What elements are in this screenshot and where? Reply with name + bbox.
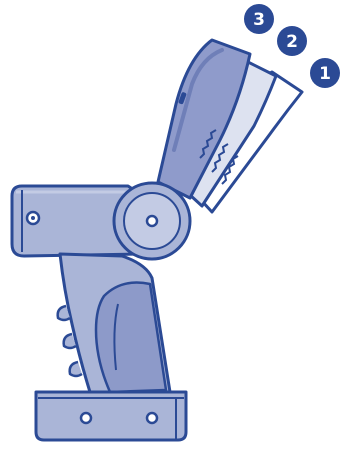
position-badge-1-label: 1 — [319, 64, 331, 84]
barrel-screw-center — [31, 216, 35, 220]
tool-handle — [58, 254, 170, 392]
battery-screw-left — [81, 413, 91, 423]
position-badge-2: 2 — [277, 26, 307, 56]
position-badge-1: 1 — [310, 58, 340, 88]
position-badge-3: 3 — [244, 4, 274, 34]
pivot-screw — [147, 216, 157, 226]
battery-shape — [36, 392, 186, 440]
pivot-joint — [114, 183, 190, 259]
finger-groove-3 — [70, 362, 82, 376]
position-badge-3-label: 3 — [253, 10, 265, 30]
battery-base — [36, 392, 186, 440]
position-badge-2-label: 2 — [286, 32, 298, 52]
battery-screw-right — [147, 413, 157, 423]
